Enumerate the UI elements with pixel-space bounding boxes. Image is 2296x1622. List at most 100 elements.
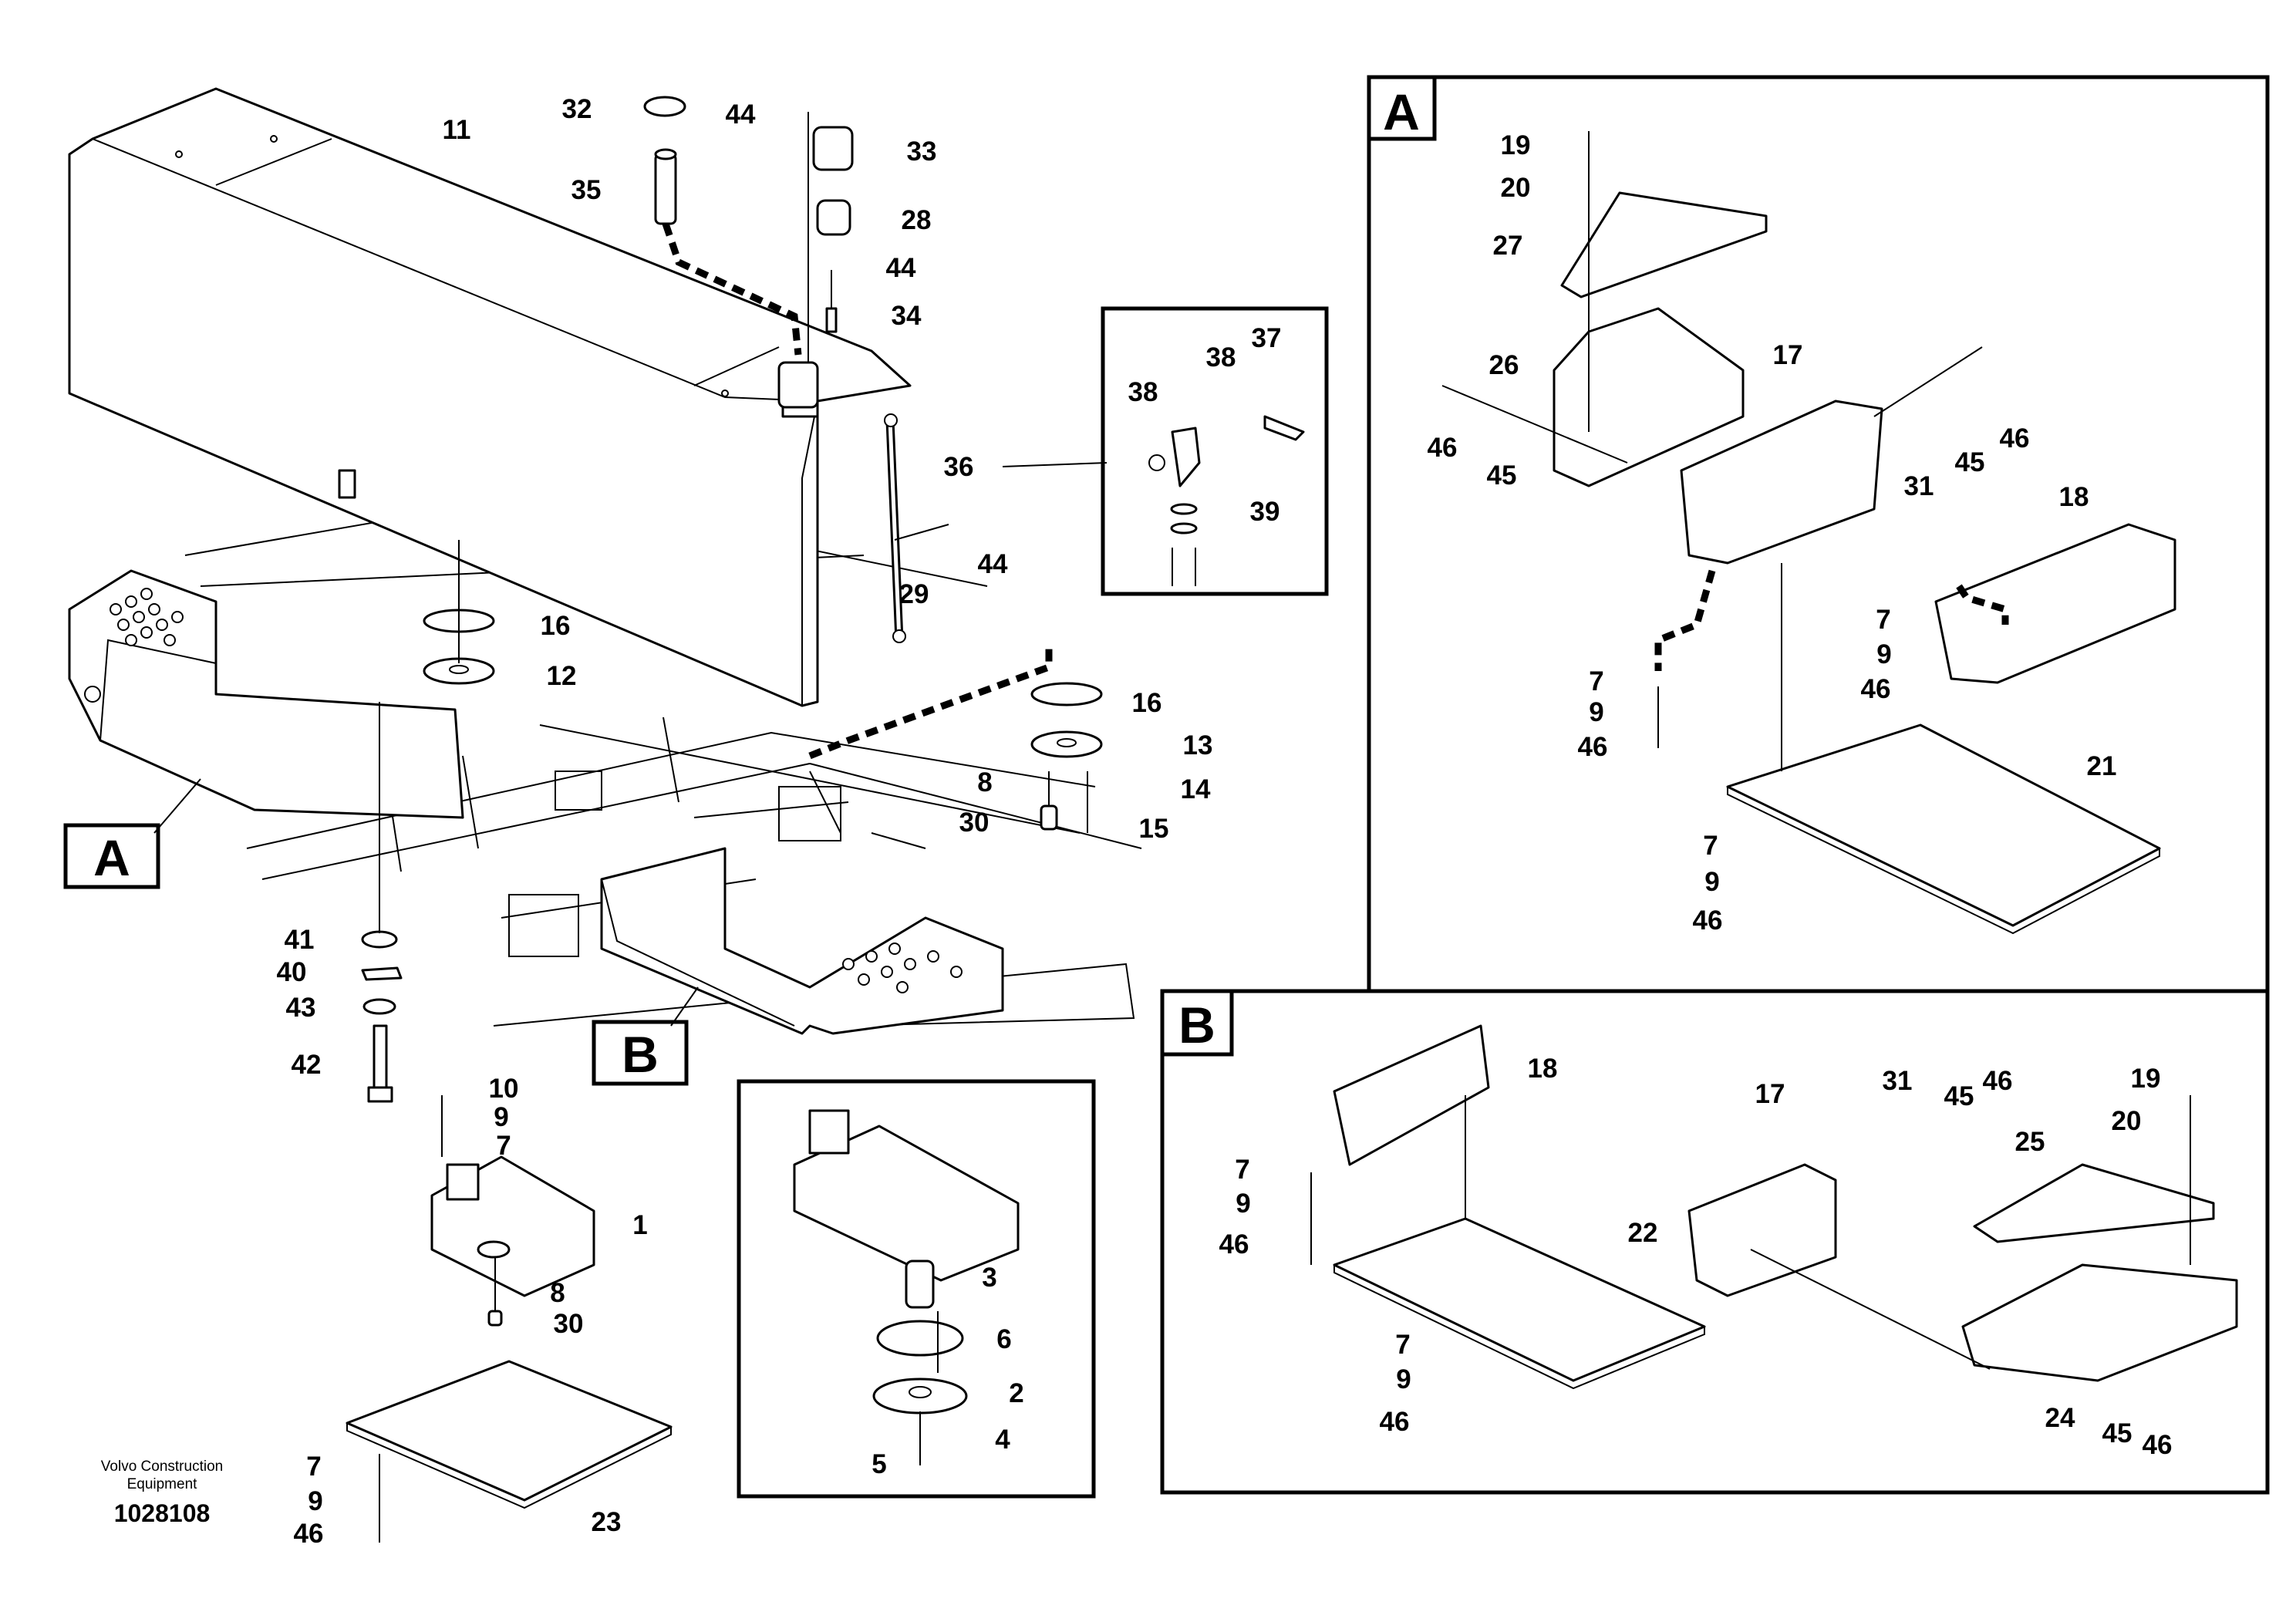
main-callout-46: 46 <box>294 1519 324 1549</box>
main-callout-34: 34 <box>892 301 922 331</box>
panel-b-callout-46: 46 <box>2143 1430 2173 1460</box>
panel-a-callout-26: 26 <box>1489 350 1519 380</box>
panel-b-callout-22: 22 <box>1628 1218 1658 1248</box>
panel-a-callout-9: 9 <box>1589 697 1603 727</box>
main-callout-35: 35 <box>571 175 602 205</box>
detail37-callout-38: 38 <box>1206 342 1236 373</box>
main-callout-29: 29 <box>899 579 929 609</box>
panel-b-callout-19: 19 <box>2131 1064 2161 1094</box>
main-callout-7: 7 <box>496 1131 511 1161</box>
main-callout-11: 11 <box>443 115 471 145</box>
panel-b-callout-25: 25 <box>2015 1127 2045 1157</box>
panel-b-callout-31: 31 <box>1883 1066 1913 1096</box>
main-callout-30: 30 <box>554 1309 584 1339</box>
main-callout-13: 13 <box>1183 730 1213 760</box>
panel-b-callout-45: 45 <box>2102 1418 2132 1448</box>
panel-b-callout-9: 9 <box>1396 1364 1411 1394</box>
main-callout-23: 23 <box>592 1507 622 1537</box>
detail1-callout-5: 5 <box>872 1449 886 1479</box>
main-callout-30: 30 <box>959 808 990 838</box>
credit-line-2: Equipment <box>127 1476 198 1492</box>
panel-b-callout-46: 46 <box>1983 1066 2013 1096</box>
panel-a-callout-17: 17 <box>1773 340 1803 370</box>
bracket-assembly-1 <box>430 1095 595 1327</box>
panel-a-callout-45: 45 <box>1955 447 1985 477</box>
panel-a-callout-18: 18 <box>2059 482 2089 512</box>
main-callout-44: 44 <box>978 549 1008 579</box>
main-callout-1: 1 <box>632 1210 647 1240</box>
main-callout-28: 28 <box>902 205 932 235</box>
panel-a <box>1367 75 2270 993</box>
panel-b-callout-20: 20 <box>2112 1106 2142 1136</box>
panel-a-callout-27: 27 <box>1493 231 1523 261</box>
view-marker-a: A <box>63 778 201 889</box>
main-callout-43: 43 <box>286 993 316 1023</box>
panel-a-callout-9: 9 <box>1704 867 1719 897</box>
view-marker-a-text: A <box>93 829 130 886</box>
panel-a-callout-46: 46 <box>1578 732 1608 762</box>
main-callout-10: 10 <box>489 1074 519 1104</box>
main-callout-41: 41 <box>285 925 315 955</box>
cover-plate-23 <box>346 1360 673 1543</box>
bolt-stack <box>361 702 403 1103</box>
main-callout-8: 8 <box>977 767 992 798</box>
panel-b-callout-46: 46 <box>1380 1407 1410 1437</box>
detail1-callout-2: 2 <box>1009 1378 1023 1408</box>
step-grid-holes <box>110 588 184 646</box>
main-callout-9: 9 <box>494 1102 508 1132</box>
panel-a-callout-7: 7 <box>1876 605 1890 635</box>
panel-a-callout-46: 46 <box>2000 423 2030 454</box>
credit-line-1: Volvo Construction <box>101 1458 223 1475</box>
detail1-callout-4: 4 <box>995 1425 1010 1455</box>
detail37-callout-37: 37 <box>1252 323 1282 353</box>
main-callout-33: 33 <box>907 137 937 167</box>
panel-a-callout-20: 20 <box>1501 173 1531 203</box>
panel-a-callout-9: 9 <box>1876 639 1891 669</box>
panel-b-callout-17: 17 <box>1755 1079 1785 1109</box>
main-callout-9: 9 <box>308 1486 322 1516</box>
main-callout-36: 36 <box>944 452 974 482</box>
panel-b-callout-18: 18 <box>1528 1054 1558 1084</box>
panel-a-callout-7: 7 <box>1589 666 1603 696</box>
detail37-callout-39: 39 <box>1250 497 1280 527</box>
left-step-box <box>68 569 464 819</box>
panel-a-callout-19: 19 <box>1501 130 1531 160</box>
panel-b-callout-46: 46 <box>1219 1229 1249 1259</box>
main-callout-8: 8 <box>550 1278 565 1308</box>
main-callout-44: 44 <box>726 99 756 130</box>
panel-b-title: B <box>1178 996 1215 1054</box>
gas-strut <box>884 413 949 643</box>
detail37-callout-38: 38 <box>1128 377 1158 407</box>
panel-a-callout-45: 45 <box>1487 460 1517 491</box>
detail1-callout-6: 6 <box>996 1324 1011 1354</box>
panel-b-callout-45: 45 <box>1944 1081 1974 1111</box>
step-grid-holes-right <box>842 943 963 993</box>
main-callout-32: 32 <box>562 94 592 124</box>
main-callout-44: 44 <box>886 253 916 283</box>
panel-a-callout-46: 46 <box>1861 674 1891 704</box>
panel-a-callout-21: 21 <box>2087 751 2117 781</box>
panel-a-callout-46: 46 <box>1428 433 1458 463</box>
main-callout-7: 7 <box>306 1452 321 1482</box>
filler-cap-parts <box>643 96 854 409</box>
detail-box-sender <box>737 1079 1096 1499</box>
footer: Volvo Construction Equipment 1028108 <box>101 1458 223 1527</box>
panel-b-callout-9: 9 <box>1236 1189 1250 1219</box>
main-callout-16: 16 <box>541 611 571 641</box>
detail1-callout-3: 3 <box>982 1263 996 1293</box>
seal-flange-parts <box>423 540 1103 833</box>
main-callout-16: 16 <box>1132 688 1162 718</box>
panel-b-callout-7: 7 <box>1235 1155 1249 1185</box>
panel-a-callout-46: 46 <box>1693 905 1723 936</box>
panel-a-title: A <box>1383 83 1420 140</box>
panel-a-callout-31: 31 <box>1904 471 1934 501</box>
view-marker-b-text: B <box>622 1026 659 1083</box>
main-callout-12: 12 <box>547 661 577 691</box>
main-callout-15: 15 <box>1139 814 1169 844</box>
panel-b-callout-24: 24 <box>2045 1403 2075 1433</box>
